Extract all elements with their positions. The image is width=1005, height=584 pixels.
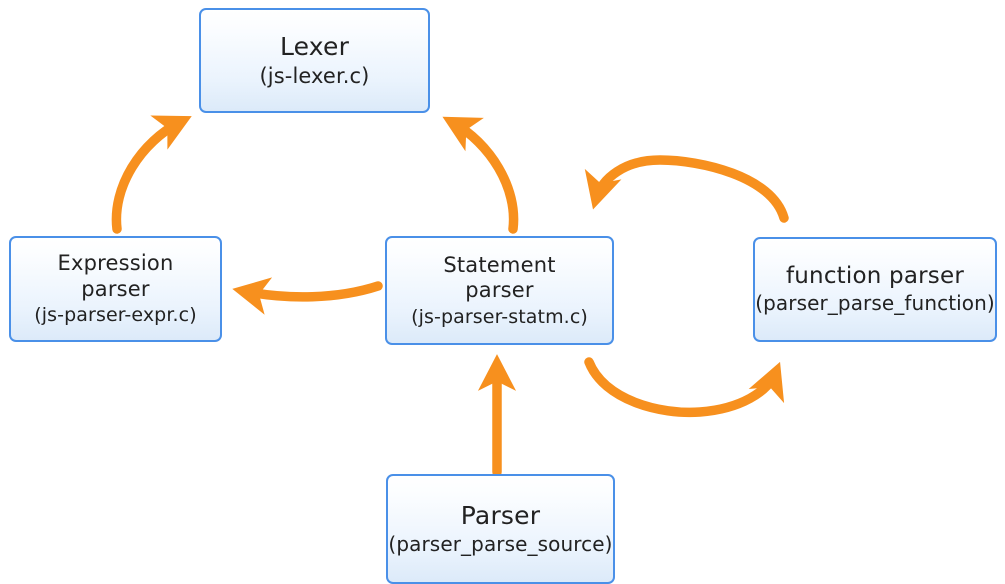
node-statement-parser-title-line2: parser bbox=[465, 278, 534, 303]
node-statement-parser-subtitle: (js-parser-statm.c) bbox=[411, 305, 588, 328]
node-parser-title: Parser bbox=[460, 501, 541, 531]
node-expression-parser-title-line1: Expression bbox=[57, 251, 174, 276]
node-function-parser[interactable]: function parser (parser_parse_function) bbox=[753, 237, 997, 342]
node-function-parser-subtitle: (parser_parse_function) bbox=[755, 291, 995, 316]
node-expression-parser[interactable]: Expression parser (js-parser-expr.c) bbox=[9, 236, 222, 342]
node-expression-parser-title-line2: parser bbox=[81, 276, 150, 301]
node-parser-subtitle: (parser_parse_source) bbox=[388, 531, 613, 556]
edge-statement-to-expression bbox=[232, 277, 383, 315]
node-lexer-title: Lexer bbox=[279, 32, 350, 62]
edge-function-to-statement bbox=[584, 155, 789, 223]
node-parser[interactable]: Parser (parser_parse_source) bbox=[386, 474, 615, 584]
node-function-parser-title: function parser bbox=[785, 263, 964, 290]
node-lexer[interactable]: Lexer (js-lexer.c) bbox=[199, 8, 430, 113]
edge-expression-to-lexer bbox=[111, 115, 192, 234]
node-lexer-subtitle: (js-lexer.c) bbox=[259, 63, 370, 88]
node-statement-parser[interactable]: Statement parser (js-parser-statm.c) bbox=[385, 236, 614, 345]
node-expression-parser-subtitle: (js-parser-expr.c) bbox=[34, 304, 197, 327]
edge-statement-to-function bbox=[584, 357, 785, 418]
edge-statement-to-lexer bbox=[442, 116, 519, 234]
node-statement-parser-title-line1: Statement bbox=[443, 252, 556, 277]
